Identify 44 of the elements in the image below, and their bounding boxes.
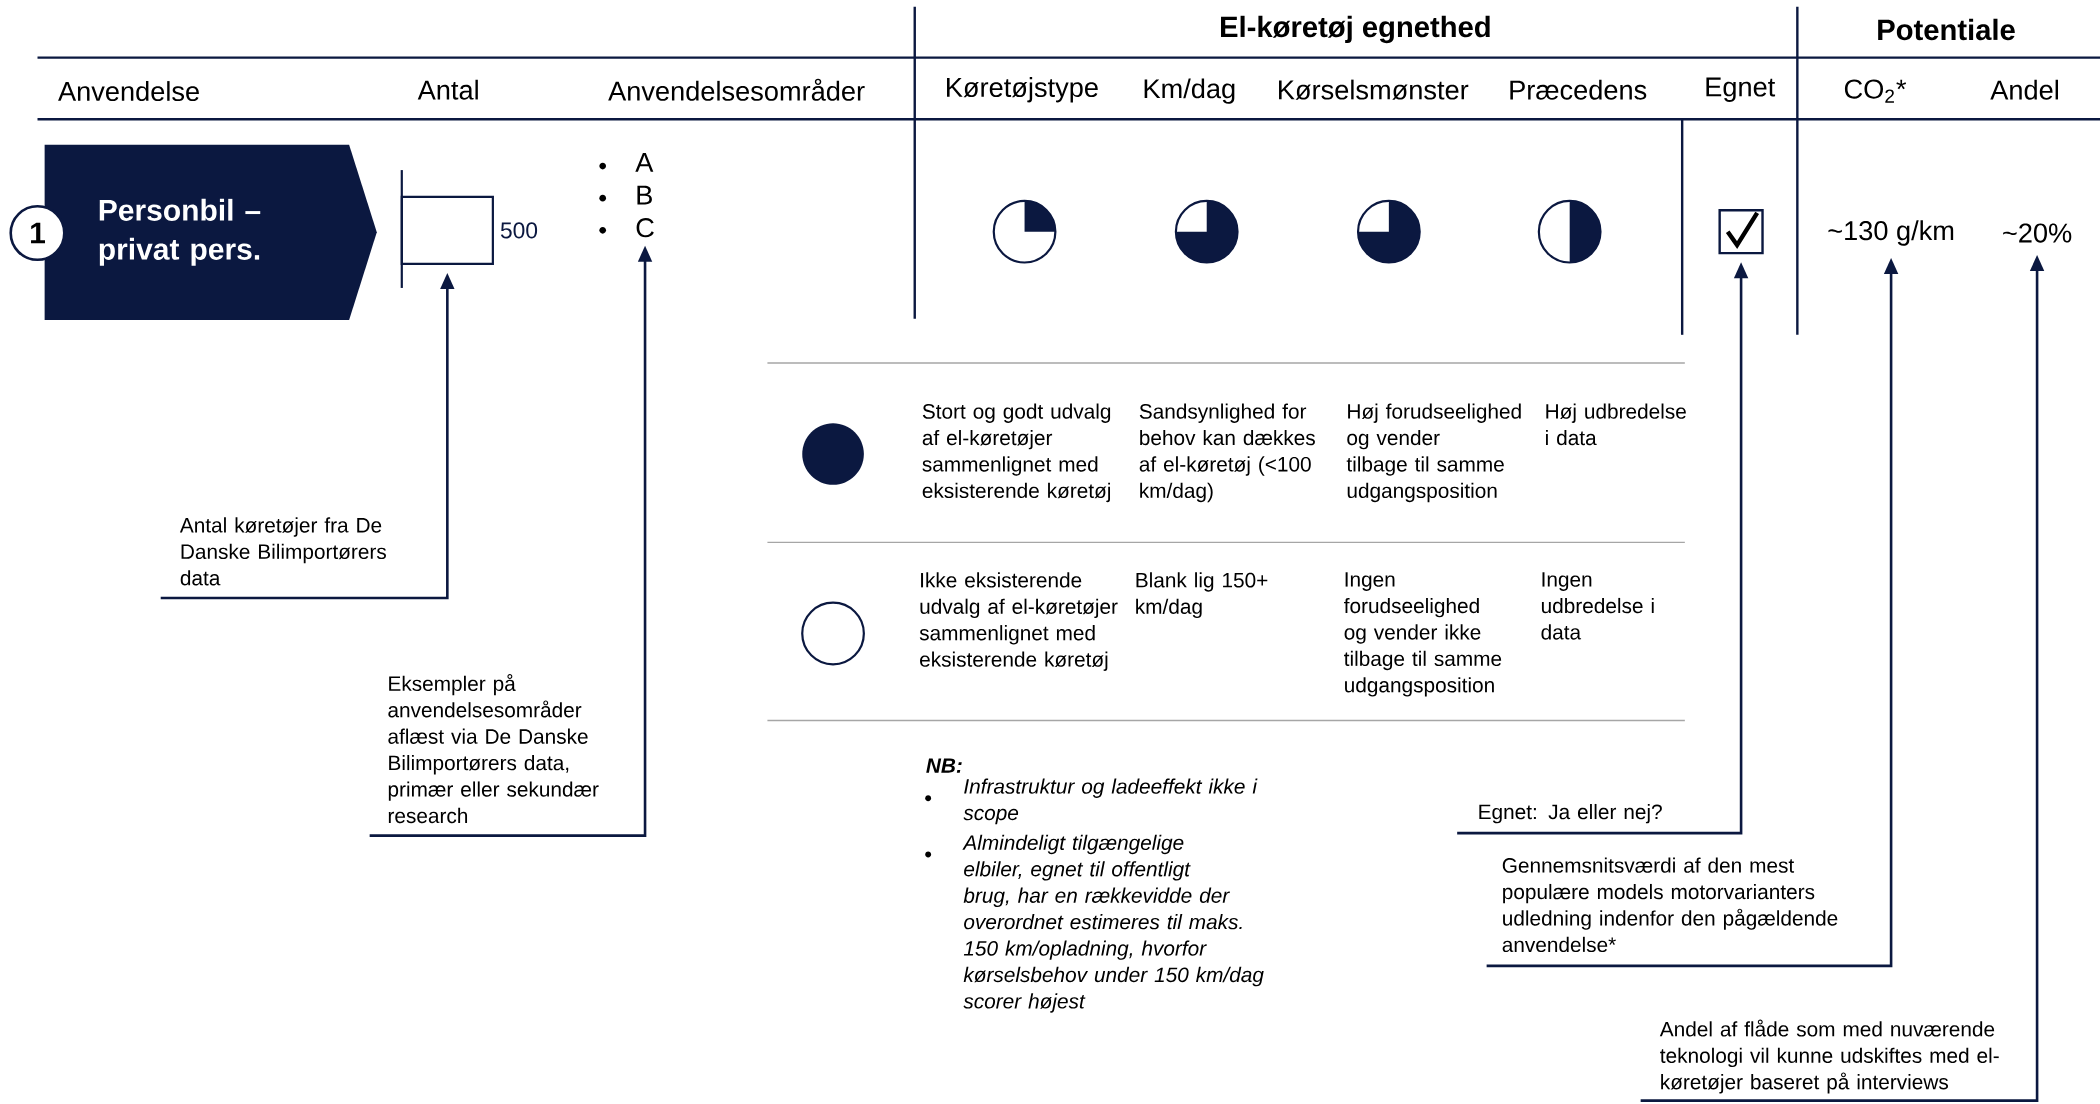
leader-line bbox=[1486, 258, 1899, 968]
legend-text: Ikke eksisterende udvalg af el-køretøjer sammenlignet med eksisterende køretøj bbox=[919, 572, 1118, 672]
callout-text: Eksempler på anvendelsesområder aflæst via De Danske Bilimportørers data, primær eller sekundær research bbox=[388, 674, 599, 824]
column-header: Anvendelsesområder bbox=[608, 78, 865, 101]
value-label: 500 bbox=[500, 222, 538, 239]
harvey-ball bbox=[1174, 200, 1239, 264]
callout-text: Antal køretøjer fra De Danske Bilimportørers data bbox=[179, 517, 386, 586]
note-heading: NB: bbox=[926, 758, 962, 773]
legend-text: Ingen forudseelighed og vender ikke tilbage til samme udgangsposition bbox=[1344, 572, 1502, 697]
column-header: Anvendelse bbox=[58, 81, 199, 102]
callout-text: Andel af flåde som med nuværende teknologi vil kunne udskiftes med el-køretøjer baseret på interviews bbox=[1659, 1019, 1999, 1094]
legend-text: Høj forudseelighed og vender tilbage til samme udgangsposition bbox=[1346, 403, 1521, 503]
leader-line bbox=[369, 245, 653, 838]
callout-text: Egnet: Ja eller nej? bbox=[1479, 804, 1662, 824]
column-header: Antal bbox=[417, 80, 478, 100]
leader-line bbox=[1640, 255, 2045, 1103]
value-text: ~130 g/km bbox=[1828, 220, 1954, 246]
note-text: Infrastruktur og ladeeffekt ikke i scope bbox=[963, 778, 1258, 825]
leader-line bbox=[160, 273, 455, 600]
harvey-ball bbox=[992, 200, 1057, 264]
legend-text: Sandsynlighed for behov kan dækkes af el-køretøj (<100 km/dag) bbox=[1139, 403, 1315, 503]
checkbox bbox=[1718, 209, 1764, 255]
bar-chart bbox=[400, 170, 494, 289]
column-header: Egnet bbox=[1706, 77, 1776, 103]
column-header: Andel bbox=[1990, 80, 2058, 100]
group-heading: El-køretøj egnethed bbox=[1221, 16, 1490, 44]
column-header: Præcedens bbox=[1510, 80, 1647, 100]
harvey-ball bbox=[1537, 200, 1602, 264]
value-text: ~20% bbox=[2003, 223, 2072, 243]
bullet-list: A B C bbox=[635, 153, 654, 238]
column-header: Køretøjstype bbox=[947, 77, 1098, 103]
callout-text: Gennemsnitsværdi af den mest populære models motorvarianters udledning indenfor den pågældende anvendelse* bbox=[1502, 857, 1838, 953]
legend-text: Høj udbredelse i data bbox=[1546, 403, 1686, 446]
legend-text: Blank lig 150+ km/dag bbox=[1136, 572, 1268, 619]
leader-line bbox=[1457, 262, 1749, 835]
column-header: Kørselsmønster bbox=[1279, 79, 1469, 101]
column-header: CO$_{2}$* bbox=[1844, 79, 1907, 103]
column-header: Km/dag bbox=[1144, 78, 1235, 104]
group-heading: Potentiale bbox=[1878, 18, 2015, 41]
legend-text: Ingen udbredelse i data bbox=[1541, 572, 1654, 640]
note-text: Almindeligt tilgængelige elbiler, egnet til offentligt brug, har en rækkevidde der overordnet estimeres til maks. 150 km/opladning, hvorfor kørselsbehov under 150 km/dag scorer højest bbox=[962, 834, 1264, 1013]
legend-text: Stort og godt udvalg af el-køretøjer sammenlignet med eksisterende køretøj bbox=[922, 403, 1111, 503]
harvey-ball bbox=[1356, 200, 1421, 264]
chevron-box: Personbil – privat pers. bbox=[44, 144, 377, 321]
